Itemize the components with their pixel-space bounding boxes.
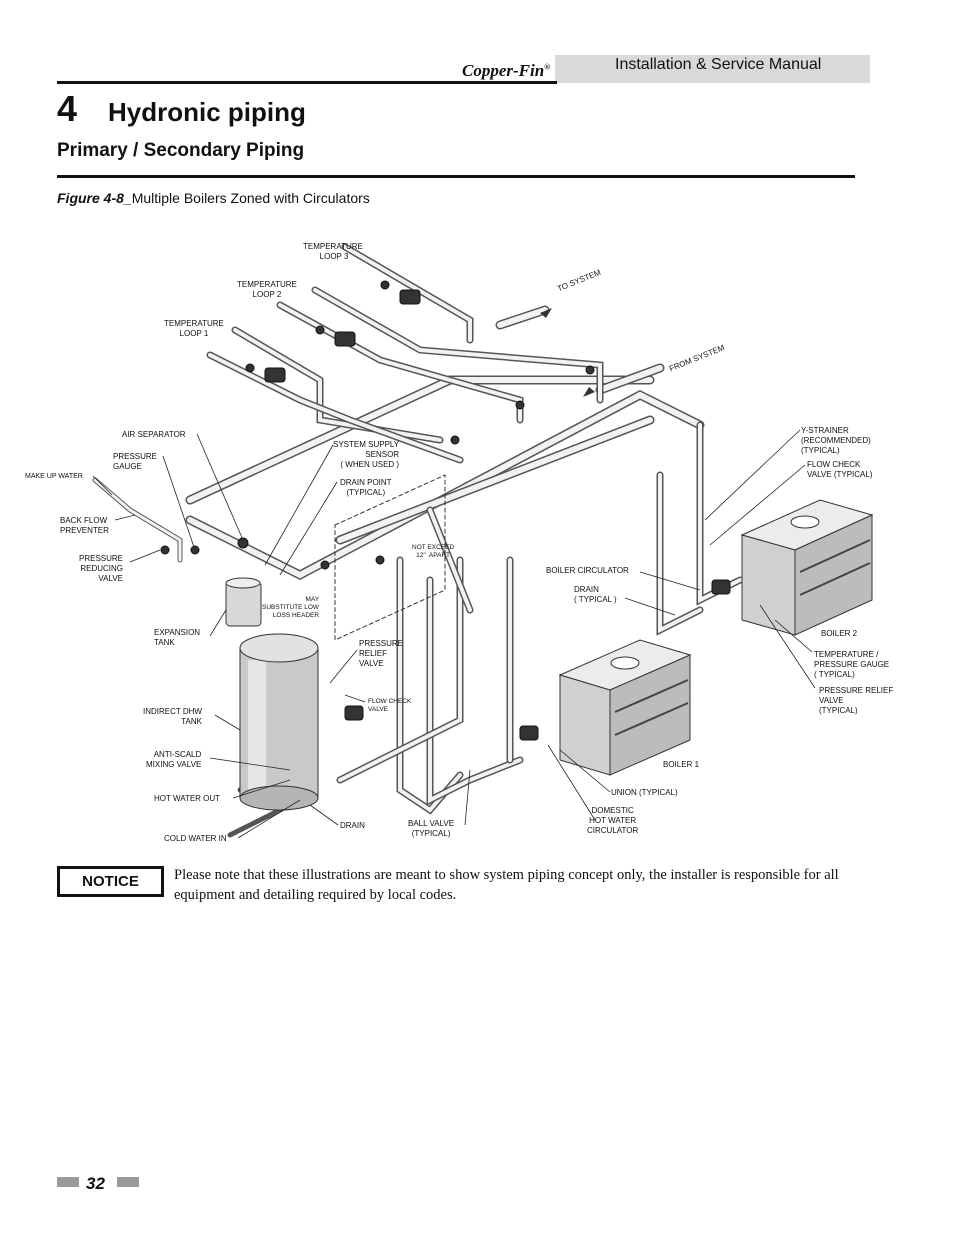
label-union: UNION (TYPICAL) xyxy=(611,788,678,797)
label-air-separator: AIR SEPARATOR xyxy=(122,430,186,439)
label-boiler-circulator: BOILER CIRCULATOR xyxy=(546,566,629,575)
label-cold-water-in: COLD WATER IN xyxy=(164,834,227,843)
label-pressure-relief-valve: PRESSURE RELIEF VALVE xyxy=(359,639,404,668)
label-boiler-1: BOILER 1 xyxy=(663,760,700,769)
label-domestic-hot-water-circulator: DOMESTIC HOT WATER CIRCULATOR xyxy=(587,806,639,835)
label-boiler-2: BOILER 2 xyxy=(821,629,858,638)
label-temperature-pressure-gauge: TEMPERATURE / PRESSURE GAUGE ( TYPICAL) xyxy=(814,650,890,679)
label-flow-check-valve: FLOW CHECK VALVE xyxy=(368,698,412,713)
label-drain: DRAIN xyxy=(340,821,365,830)
label-ball-valve: BALL VALVE (TYPICAL) xyxy=(408,819,455,838)
chapter-number: 4 xyxy=(57,88,78,129)
figure-caption: Figure 4-8_Multiple Boilers Zoned with C… xyxy=(57,190,370,206)
header-rule xyxy=(57,81,557,84)
label-may-substitute: MAY SUBSTITUTE LOW LOSS HEADER xyxy=(262,596,320,619)
label-anti-scald-mixing-valve: ANTI-SCALD MIXING VALVE xyxy=(146,750,202,769)
notice-text: Please note that these illustrations are… xyxy=(174,867,839,903)
label-back-flow-preventer: BACK FLOW PREVENTER xyxy=(60,516,109,535)
label-not-exceed: NOT EXCEED 12" APART xyxy=(412,544,455,559)
indirect-dhw-tank xyxy=(239,633,319,811)
page-number: 32 xyxy=(86,1174,105,1193)
label-pressure-reducing-valve: PRESSURE REDUCING VALVE xyxy=(79,554,124,583)
piping-diagram xyxy=(92,243,874,839)
section-title: Primary / Secondary Piping xyxy=(57,140,305,161)
label-temperature-loop-1: TEMPERATURE LOOP 1 xyxy=(164,319,224,338)
brand-logo: Copper-Fin® xyxy=(462,61,551,80)
label-temperature-loop-2: TEMPERATURE LOOP 2 xyxy=(237,280,297,299)
boiler-2 xyxy=(740,499,874,636)
header-bar xyxy=(555,55,870,83)
manual-title: Installation & Service Manual xyxy=(615,56,822,73)
label-hot-water-out: HOT WATER OUT xyxy=(154,794,221,803)
figure-number: Figure 4-8_ xyxy=(57,190,132,206)
expansion-tank xyxy=(225,577,262,627)
label-drain-point: DRAIN POINT (TYPICAL) xyxy=(340,478,392,497)
label-system-supply-sensor: SYSTEM SUPPLY SENSOR ( WHEN USED ) xyxy=(333,440,400,469)
footer-bar-right xyxy=(117,1177,139,1187)
section-rule xyxy=(57,175,855,178)
label-flow-check-valve-typical: FLOW CHECK VALVE (TYPICAL) xyxy=(807,460,873,479)
label-temperature-loop-3: TEMPERATURE LOOP 3 xyxy=(303,242,363,261)
label-drain-typical: DRAIN ( TYPICAL ) xyxy=(574,585,617,604)
label-make-up-water: MAKE UP WATER xyxy=(25,473,83,480)
figure-caption-text: Multiple Boilers Zoned with Circulators xyxy=(131,190,370,206)
label-pressure-relief-valve-typical: PRESSURE RELIEF VALVE (TYPICAL) xyxy=(819,686,894,715)
label-expansion-tank: EXPANSION TANK xyxy=(154,628,201,647)
notice-label: NOTICE xyxy=(57,866,164,897)
label-indirect-dhw-tank: INDIRECT DHW TANK xyxy=(143,707,202,726)
chapter-title: Hydronic piping xyxy=(108,97,306,127)
boiler-1 xyxy=(558,639,692,776)
label-pressure-gauge: PRESSURE GAUGE xyxy=(113,452,158,471)
footer-bar-left xyxy=(57,1177,79,1187)
label-y-strainer: Y-STRAINER (RECOMMENDED) (TYPICAL) xyxy=(801,426,871,455)
